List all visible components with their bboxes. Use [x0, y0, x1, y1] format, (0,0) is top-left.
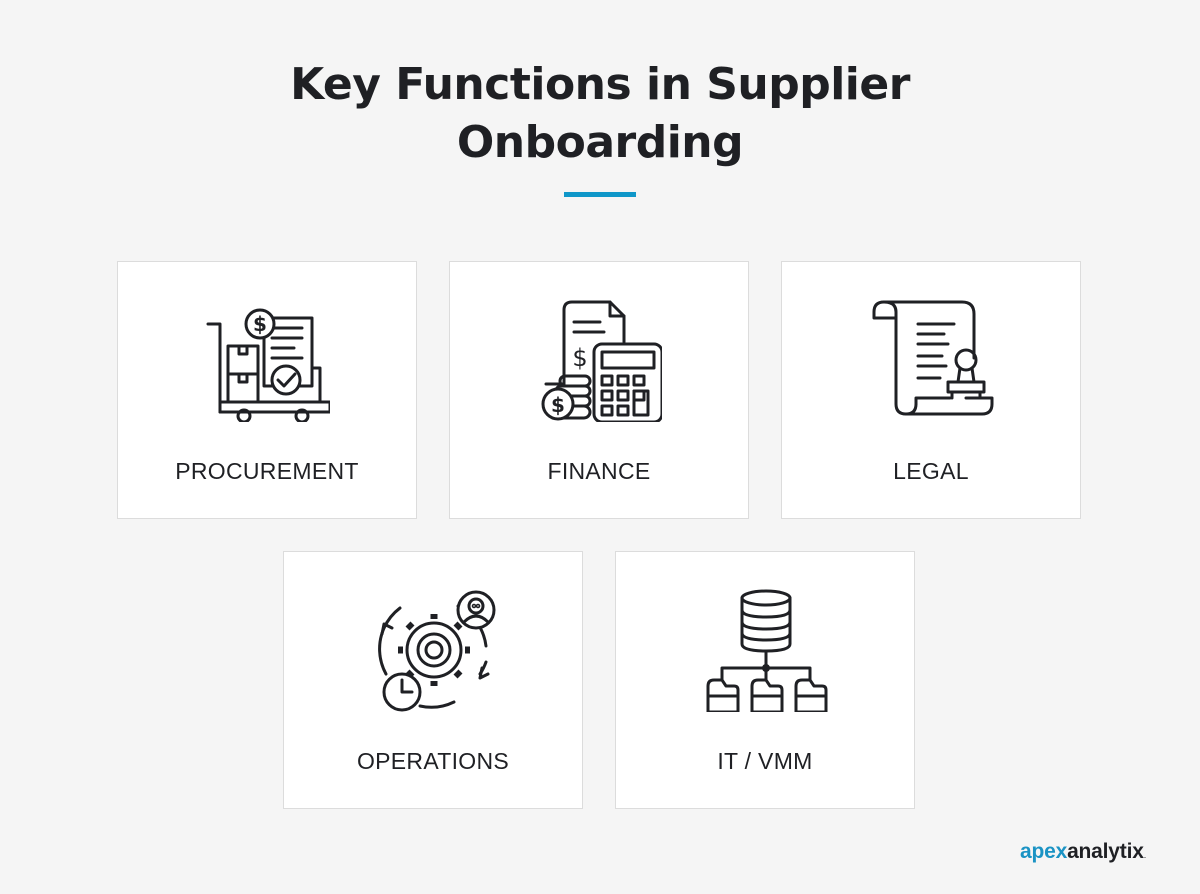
brand-mark: .	[1143, 850, 1147, 860]
card-label: PROCUREMENT	[175, 458, 359, 484]
svg-text:$: $	[253, 312, 267, 336]
brand-logo: apexanalytix.	[1020, 840, 1146, 864]
brand-part-apex: apex	[1020, 840, 1068, 863]
svg-text:$: $	[551, 393, 565, 417]
title-line-2: Onboarding	[456, 117, 744, 168]
card-label: OPERATIONS	[356, 748, 510, 774]
gear-cycle-icon	[372, 588, 496, 712]
brand-part-analytix: analytix	[1067, 840, 1144, 863]
card-itvmm: IT / VMM	[615, 551, 915, 809]
database-network-icon	[704, 588, 828, 712]
svg-text:$: $	[572, 344, 587, 372]
calculator-money-icon: $ $	[538, 298, 662, 422]
card-label: IT / VMM	[717, 748, 813, 774]
card-label: LEGAL	[893, 458, 969, 484]
page-title: Key Functions in Supplier Onboarding	[0, 56, 1200, 172]
title-line-1: Key Functions in Supplier	[290, 59, 910, 110]
title-underline	[564, 192, 636, 197]
card-legal: LEGAL	[781, 261, 1081, 519]
cart-invoice-icon: $	[206, 298, 330, 422]
card-operations: OPERATIONS	[283, 551, 583, 809]
contract-stamp-icon	[870, 298, 994, 422]
card-procurement: $ PROCUREMENT	[117, 261, 417, 519]
card-label: FINANCE	[547, 458, 651, 484]
card-finance: $ $ FINANCE	[449, 261, 749, 519]
